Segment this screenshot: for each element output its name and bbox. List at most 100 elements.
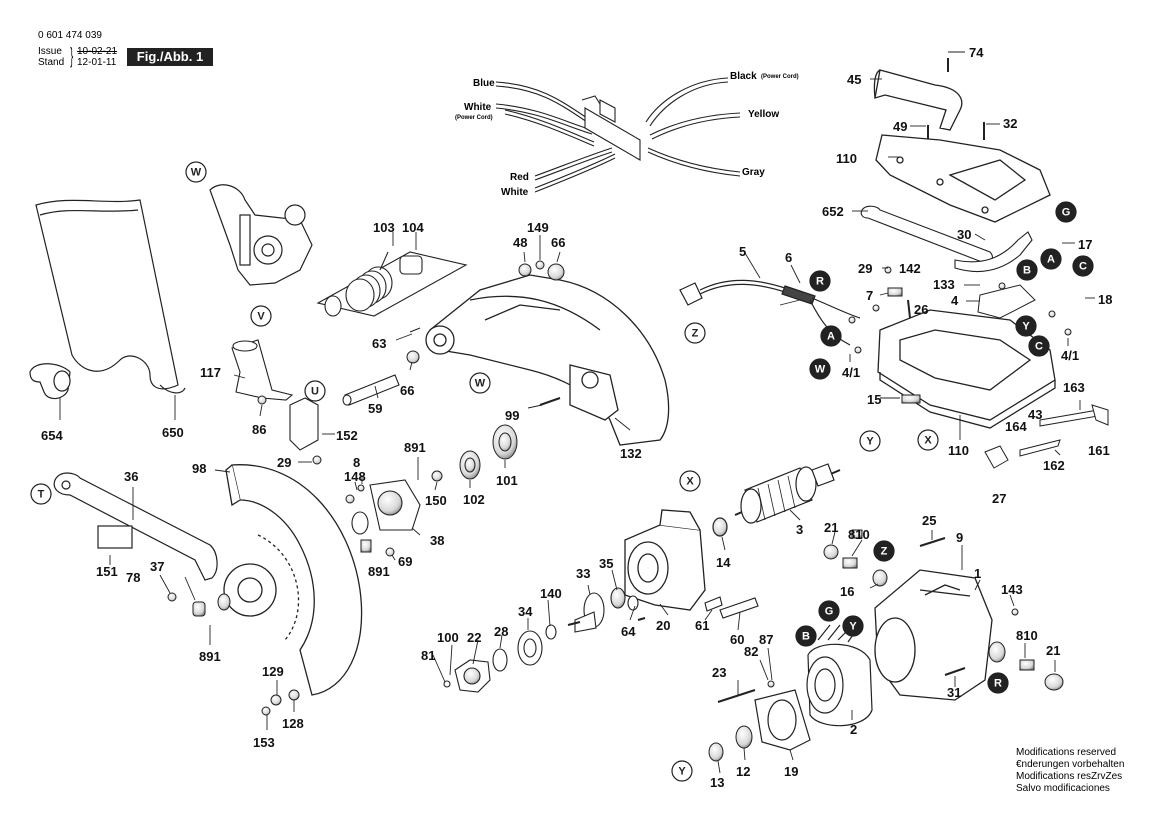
connector-letter: Y (1022, 321, 1030, 333)
handle (873, 69, 963, 131)
part-callout: 150 (425, 493, 447, 508)
part-callout: 66 (551, 235, 565, 250)
part-callout: 27 (992, 491, 1006, 506)
part-callout: 87 (759, 632, 773, 647)
part-callout: 650 (162, 425, 184, 440)
part-callout: 22 (467, 630, 481, 645)
part-callout: 20 (656, 618, 670, 633)
part-callout: 64 (621, 624, 636, 639)
part-callout: 19 (784, 764, 798, 779)
stator-field (806, 624, 873, 727)
dust-elbow (29, 363, 71, 400)
end-cap (754, 689, 811, 751)
part-callout: 102 (463, 492, 485, 507)
lower-blade-guard (223, 464, 363, 696)
modifications-line-es: Salvo modificaciones (1016, 783, 1110, 794)
part-callout: 6 (785, 250, 792, 265)
part-callout: 16 (840, 584, 854, 599)
part-callout: 4/1 (842, 365, 860, 380)
connector-letter: Y (678, 766, 686, 778)
part-callout: 4 (951, 293, 959, 308)
part-callout: 48 (513, 235, 527, 250)
figure-badge: Fig./Abb. 1 (127, 48, 213, 66)
part-callout: 101 (496, 473, 518, 488)
part-callout: 103 (373, 220, 395, 235)
upper-blade-guard (425, 274, 670, 446)
top-cover-110 (875, 134, 1051, 223)
part-callout: 9 (956, 530, 963, 545)
wire-label-blue: Blue (473, 78, 495, 89)
switch-housing-base (877, 309, 1056, 429)
connector-circle (684, 322, 706, 344)
bracket-glyph: } (70, 43, 74, 68)
issue-value: 10-02-21 (77, 46, 118, 57)
wire-label-power-cord-right: (Power Cord) (761, 74, 799, 80)
part-callout: 161 (1088, 443, 1110, 458)
part-callout: 133 (933, 277, 955, 292)
wire-label-black: Black (730, 71, 757, 82)
wire-label-white-top: White (464, 102, 492, 113)
part-callout: 35 (599, 556, 613, 571)
part-callout: 7 (866, 288, 873, 303)
part-callout: 60 (730, 632, 744, 647)
shaft (342, 374, 400, 406)
connector-circle (873, 540, 895, 562)
connector-letter: Y (849, 621, 857, 633)
wire-label-white-bottom: White (501, 187, 529, 198)
connector-circle (1028, 335, 1050, 357)
part-callout: 37 (150, 559, 164, 574)
switch-parts (848, 266, 1109, 469)
part-callout: 5 (739, 244, 746, 259)
part-callout: 152 (336, 428, 358, 443)
connector-letter: V (257, 311, 265, 323)
part-callout: 82 (744, 644, 758, 659)
part-callout: 8 (353, 455, 360, 470)
wire-label-gray: Gray (742, 167, 765, 178)
part-callout: 69 (398, 554, 412, 569)
part-callout: 1 (974, 566, 981, 581)
part-callout: 21 (1046, 643, 1060, 658)
wire-label-power-cord-left: (Power Cord) (455, 115, 493, 121)
part-callout: 61 (695, 618, 709, 633)
part-callout: 34 (518, 604, 533, 619)
connector-circle (185, 161, 207, 183)
guard-arm (53, 472, 218, 581)
part-callout: 25 (922, 513, 936, 528)
gear-train (443, 587, 759, 693)
part-callout: 17 (1078, 237, 1092, 252)
part-callout: 143 (1001, 582, 1023, 597)
wire-label-yellow: Yellow (748, 109, 779, 120)
part-callout: 810 (1016, 628, 1038, 643)
connector-letter: G (825, 606, 834, 618)
modifications-notice: Modifications reserved €nderungen vorbeh… (1016, 747, 1124, 795)
part-callout: 81 (421, 648, 435, 663)
part-callout: 4/1 (1061, 348, 1079, 363)
guard-bracket (209, 184, 313, 286)
connector-circle (818, 600, 840, 622)
part-callout: 32 (1003, 116, 1017, 131)
armature (712, 463, 841, 537)
part-callout: 28 (494, 624, 508, 639)
part-callout: 117 (200, 365, 221, 380)
connector-circle (842, 615, 864, 637)
part-callout: 132 (620, 446, 642, 461)
connector-letter: W (191, 167, 202, 179)
connector-letter: R (816, 276, 824, 288)
connector-circle (1040, 248, 1062, 270)
issue-label: Issue (38, 46, 62, 57)
part-callout: 29 (277, 455, 291, 470)
part-callout: 26 (914, 302, 928, 317)
wire-label-red: Red (510, 172, 529, 183)
connector-circle (795, 625, 817, 647)
part-callout: 104 (402, 220, 424, 235)
connector-circle (469, 372, 491, 394)
part-callout: 652 (822, 204, 844, 219)
stand-label: Stand (38, 57, 65, 68)
part-number: 0 601 474 039 (38, 30, 102, 41)
part-callout: 66 (400, 383, 414, 398)
part-callout: 36 (124, 469, 138, 484)
link-652 (860, 205, 993, 264)
part-callout: 33 (576, 566, 590, 581)
part-callout: 151 (96, 564, 118, 579)
